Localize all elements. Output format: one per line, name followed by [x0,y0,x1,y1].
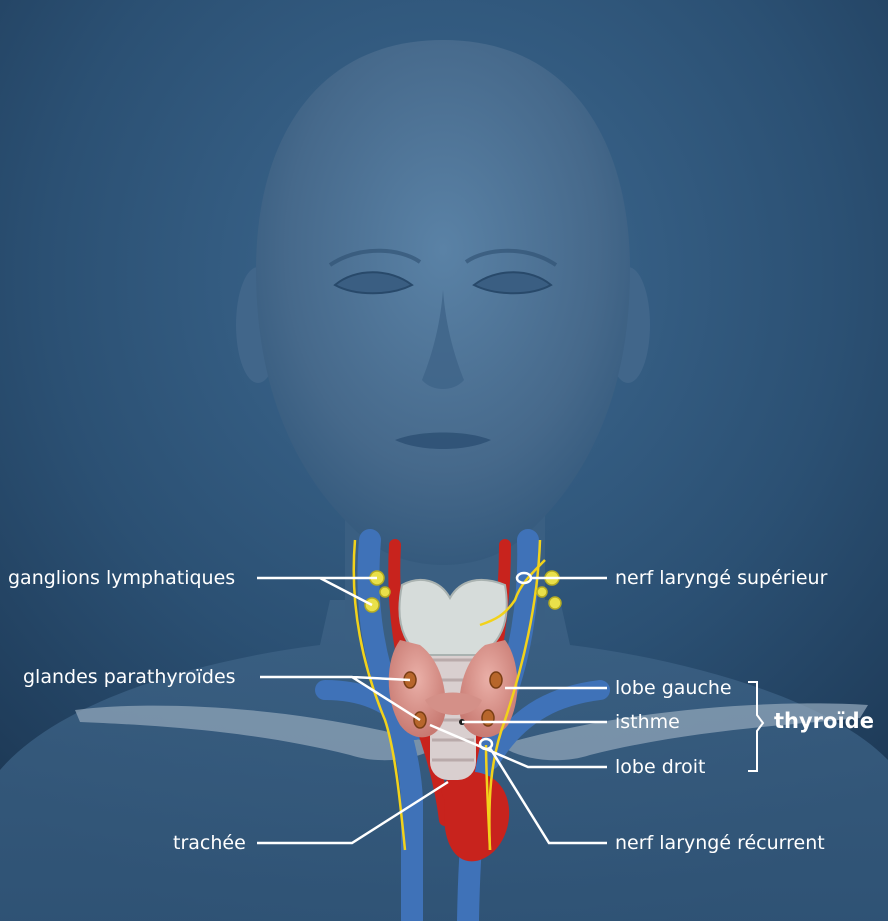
label-right-lobe: lobe droit [615,756,706,778]
label-trachea: trachée [173,832,246,854]
label-thyroid: thyroïde [774,710,874,732]
label-left-lobe: lobe gauche [615,677,732,699]
label-isthmus: isthme [615,711,680,733]
lymph-node-3 [380,587,390,597]
label-recurrent-nerve: nerf laryngé récurrent [615,832,825,854]
label-parathyroid: glandes parathyroïdes [23,666,236,688]
label-superior-nerve: nerf laryngé supérieur [615,567,827,589]
parathyroid-3 [490,672,502,688]
parathyroid-4 [482,710,494,726]
label-lymph-nodes: ganglions lymphatiques [8,567,235,589]
lymph-node-6 [537,587,547,597]
lymph-node-5 [549,597,561,609]
